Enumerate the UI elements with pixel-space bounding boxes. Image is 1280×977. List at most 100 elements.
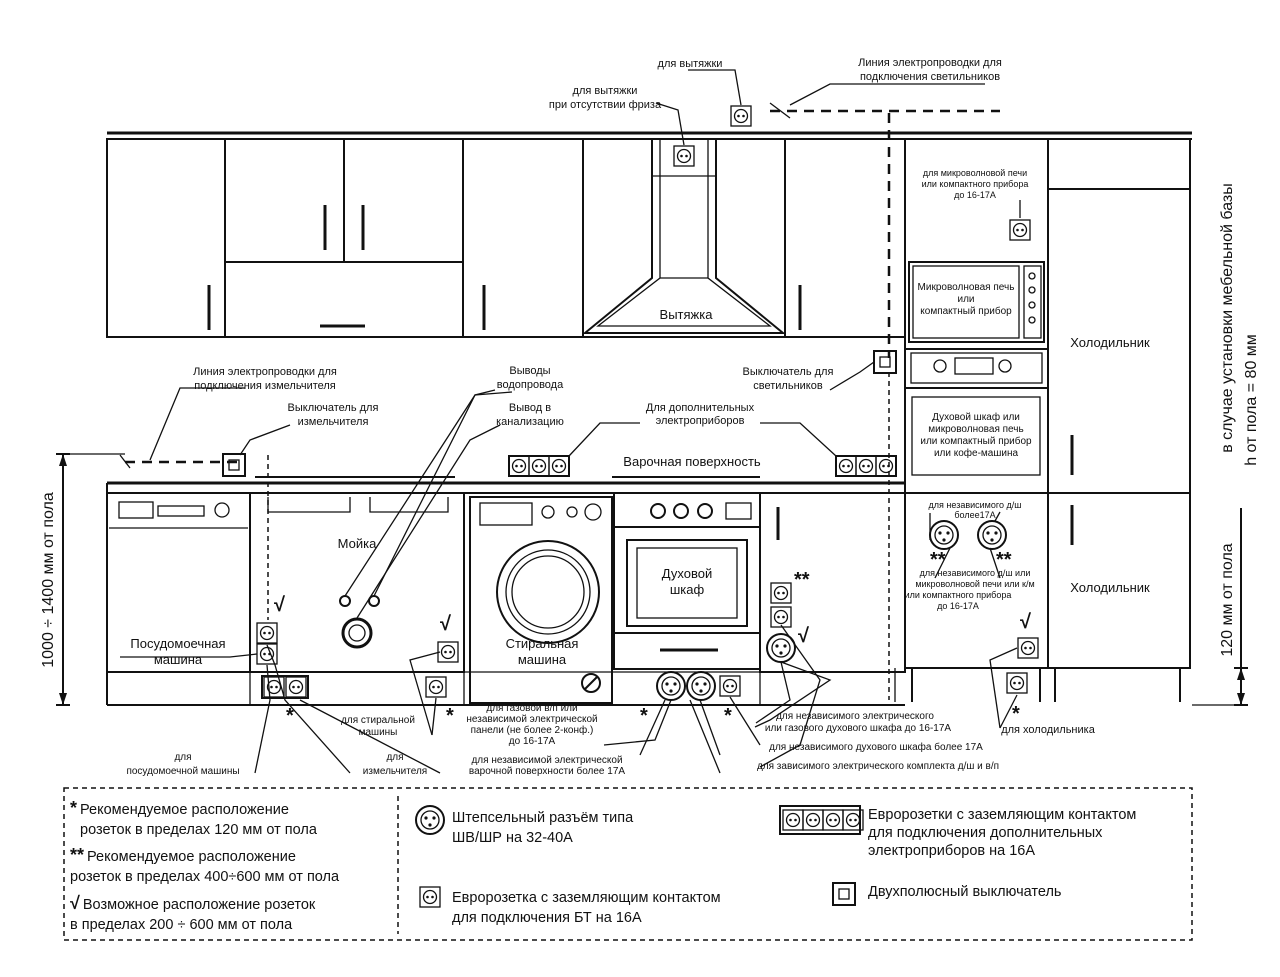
label-indep-mw-1: для независимого д/ш или <box>920 568 1031 578</box>
label-hood: Вытяжка <box>660 307 714 322</box>
label-grinder-line-1: Линия электропроводки для <box>193 366 337 378</box>
label-light-line-2: подключения светильников <box>860 71 1000 83</box>
label-indep-mw-3: или компактного прибора <box>905 590 1012 600</box>
legend-plug-symbol <box>415 805 445 835</box>
check-washer: √ <box>440 613 452 635</box>
label-grinder-switch-2: измельчителя <box>298 416 369 428</box>
label-hob-big-1: для независимой электрической <box>471 755 622 766</box>
microwave-socket <box>1009 219 1031 241</box>
label-vertical-120: 120 мм от пола <box>1219 543 1236 656</box>
legend-triple-b: для подключения дополнительных <box>868 825 1103 841</box>
leader-lines <box>120 69 1021 774</box>
legend-euro: Евророзетка с заземляющим контактом для … <box>452 888 721 928</box>
legend-l2b: розеток в пределах 400÷600 мм от пола <box>70 869 340 885</box>
legend-switch: Двухполюсный выключатель <box>868 882 1061 902</box>
label-dependent-set: для зависимого электрического комплекта … <box>757 761 999 772</box>
label-fridge-bottom: Холодильник <box>1070 580 1150 595</box>
label-dishwasher-1: Посудомоечная <box>130 636 225 651</box>
label-indep-mw-2: микроволновой печи или к/м <box>915 579 1034 589</box>
label-microwave-2: или <box>957 294 974 305</box>
label-mw-outlet-3: до 16-17А <box>954 190 996 200</box>
hood-socket <box>730 105 752 127</box>
label-dish-out-2: посудомоечной машины <box>126 766 239 777</box>
label-oven-cab-2: микроволновая печь <box>928 424 1023 435</box>
label-light-switch-2: светильников <box>753 380 823 392</box>
label-oven-2: шкаф <box>670 582 705 597</box>
label-indep-dw-1: для независимого д/ш <box>929 500 1022 510</box>
label-oven-cab-4: или кофе-машина <box>934 447 1019 459</box>
star-fridge: * <box>1012 703 1020 725</box>
label-hood-outlet: для вытяжки <box>658 58 723 70</box>
column-cabinets <box>894 188 1191 702</box>
legend-plug-b: ШВ/ШР на 32-40А <box>452 830 573 846</box>
star2-column-right: ** <box>996 549 1012 571</box>
label-extra-1: Для дополнительных <box>646 402 755 414</box>
legend-l1a: Рекомендуемое расположение <box>80 802 289 818</box>
legend-star1: *Рекомендуемое расположение розеток в пр… <box>70 798 317 838</box>
label-washer-1: Стиральная <box>506 636 579 651</box>
check-right-cab: √ <box>798 625 810 647</box>
lower-cabinets <box>106 476 906 706</box>
label-sewer-1: Вывод в <box>509 402 551 414</box>
upper-cabinets <box>106 131 1192 350</box>
label-gas-4: до 16-17А <box>509 736 556 747</box>
label-washer-2: машина <box>518 652 567 667</box>
legend-switch-text: Двухполюсный выключатель <box>868 884 1062 900</box>
legend-frames <box>63 787 1193 941</box>
label-grinder-line-2: подключения измельчителя <box>194 380 336 392</box>
label-indep-oven-big: для независимого духового шкафа более 17… <box>769 741 983 753</box>
label-vertical-base-1: в случае установки мебельной базы <box>1219 183 1236 453</box>
legend-plug: Штепсельный разъём типа ШВ/ШР на 32-40А <box>452 808 633 848</box>
label-grinder-out-2: измельчителя <box>363 766 427 777</box>
label-hood-no-frieze-1: для вытяжки <box>573 85 638 97</box>
check-fridge: √ <box>1020 611 1032 633</box>
label-sewer-2: канализацию <box>496 416 564 428</box>
star2-right-cab: ** <box>794 569 810 591</box>
label-hob: Варочная поверхность <box>623 454 761 469</box>
label-oven-cab-3: или компактный прибор <box>920 435 1032 447</box>
label-fridge-top: Холодильник <box>1070 335 1150 350</box>
legend-l3a: Возможное расположение розеток <box>82 897 316 913</box>
label-sink: Мойка <box>338 536 377 551</box>
star-oven: * <box>724 705 732 727</box>
legend-star2: **Рекомендуемое расположение розеток в п… <box>70 845 340 885</box>
label-dish-out-1: для <box>174 752 191 763</box>
legend-euro-b: для подключения БТ на 16А <box>452 910 642 926</box>
label-indep-dw-2: более17А <box>954 510 995 520</box>
legend-triple-c: электроприборов на 16А <box>868 843 1036 859</box>
star-gas: * <box>640 705 648 727</box>
label-fridge-out: для холодильника <box>1001 724 1096 736</box>
label-extra-2: электроприборов <box>656 415 745 427</box>
label-gas-2: независимой электрической <box>466 714 597 725</box>
label-gas-3: панели (не более 2-конф.) <box>471 724 594 736</box>
legend-triple-a: Евророзетки с заземляющим контактом <box>868 807 1137 823</box>
label-mw-outlet-1: для микроволновой печи <box>923 168 1027 178</box>
hood-socket-low <box>673 145 695 167</box>
label-grinder-out-1: для <box>386 752 403 763</box>
legend-l1b: розеток в пределах 120 мм от пола <box>80 822 317 838</box>
label-washer-out-1: для стиральной <box>341 715 415 726</box>
label-oven-1: Духовой <box>662 566 712 581</box>
label-hob-big-2: варочной поверхности более 17А <box>469 765 625 777</box>
legend-l3b: в пределах 200 ÷ 600 мм от пола <box>70 917 293 933</box>
dimension-lines <box>56 453 1248 706</box>
legend-plug-a: Штепсельный разъём типа <box>452 810 634 826</box>
label-vertical-1000: 1000 ÷ 1400 мм от пола <box>40 492 57 668</box>
check-sink: √ <box>274 594 286 616</box>
label-light-line-1: Линия электропроводки для <box>858 57 1002 69</box>
grinder-switch <box>222 453 246 477</box>
legend-check: √Возможное расположение розеток в предел… <box>70 893 316 933</box>
wiring-lines <box>119 102 1000 700</box>
label-dishwasher-2: машина <box>154 652 203 667</box>
label-hood-no-frieze-2: при отсутствии фриза <box>549 99 662 111</box>
label-indep-oven-2: или газового духового шкафа до 16-17А <box>765 722 952 734</box>
star-dishwasher: * <box>286 705 294 727</box>
label-water-1: Выводы <box>509 365 550 377</box>
legend-switch-symbol <box>832 882 856 906</box>
legend-triple: Евророзетки с заземляющим контактом для … <box>868 806 1136 860</box>
label-gas-1: для газовой в/п или <box>486 703 577 714</box>
label-grinder-switch-1: Выключатель для <box>288 402 379 414</box>
label-mw-outlet-2: или компактного прибора <box>922 179 1029 189</box>
label-vertical-base-2: h от пола = 80 мм <box>1243 334 1260 466</box>
